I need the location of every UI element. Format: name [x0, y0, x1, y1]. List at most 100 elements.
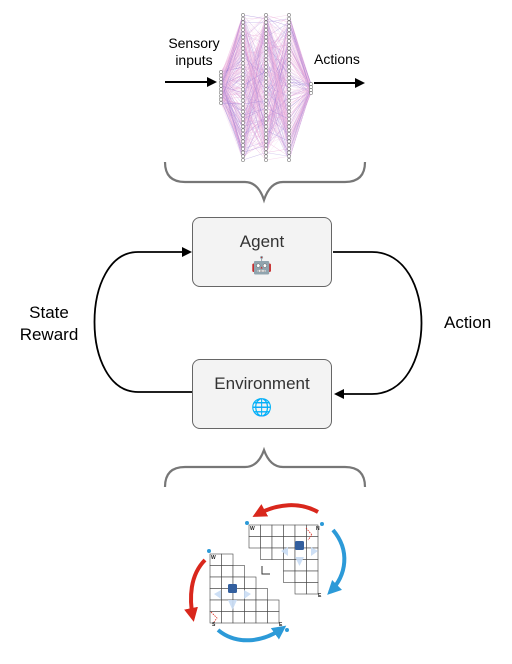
- network-connection: [265, 70, 290, 83]
- grid-cell: [306, 536, 319, 549]
- neuron: [241, 72, 245, 77]
- network-connection: [265, 48, 290, 153]
- neuron: [264, 76, 268, 81]
- network-connection: [288, 77, 312, 94]
- network-connection: [242, 22, 267, 90]
- action-hint-icon: [295, 557, 304, 566]
- neuron: [287, 150, 291, 155]
- network-connection: [242, 29, 267, 149]
- neuron: [264, 154, 268, 159]
- neuron: [219, 97, 223, 102]
- drop-icon: [285, 628, 289, 632]
- network-connection: [220, 55, 244, 83]
- network-connection: [265, 29, 290, 38]
- state-reward-arrow: [93, 247, 192, 393]
- neuron: [241, 128, 245, 133]
- grid-cell: [306, 582, 319, 595]
- blue-cycle-arrow-right: [327, 528, 347, 595]
- network-connection: [265, 81, 290, 98]
- neuron: [264, 13, 268, 17]
- robot-icon: 🤖: [251, 256, 273, 275]
- network-connection: [242, 59, 267, 127]
- network-connection: [242, 14, 267, 105]
- grid-cell-label: W: [250, 526, 255, 532]
- network-connection: [265, 130, 290, 146]
- grid-cell-label: N: [316, 526, 320, 532]
- network-connection: [265, 85, 290, 90]
- network-connection: [288, 92, 312, 138]
- network-connection: [265, 96, 290, 135]
- neuron: [241, 31, 245, 36]
- state-reward-label: State Reward: [14, 302, 84, 346]
- neuron: [287, 68, 291, 73]
- network-connection: [288, 92, 312, 153]
- neuron: [241, 39, 245, 43]
- network-connection: [265, 96, 290, 120]
- network-connection: [265, 18, 290, 161]
- network-connection: [288, 86, 312, 142]
- robot-tile-icon: [295, 541, 304, 550]
- network-connection: [220, 78, 244, 104]
- drop-icon: [245, 521, 249, 525]
- network-connection: [265, 74, 290, 101]
- network-connection: [220, 40, 244, 90]
- network-connection: [265, 141, 290, 157]
- neuron: [287, 154, 291, 159]
- network-connection: [288, 66, 312, 85]
- network-connection: [288, 66, 312, 91]
- network-connection: [288, 89, 312, 109]
- network-connection: [242, 70, 267, 116]
- grid-cell: [260, 547, 273, 560]
- network-connection: [220, 95, 244, 112]
- neuron: [241, 20, 245, 25]
- network-connection: [288, 85, 312, 94]
- network-connection: [265, 22, 290, 127]
- network-connection: [265, 26, 290, 131]
- neuron: [287, 20, 291, 25]
- network-connection: [265, 55, 290, 135]
- neuron: [241, 132, 245, 136]
- grid-cell: [221, 611, 234, 624]
- neuron: [264, 80, 268, 84]
- network-connection: [265, 115, 290, 153]
- network-connection: [265, 118, 290, 131]
- grid-cell: [244, 599, 257, 612]
- neuron: [241, 91, 245, 95]
- neuron: [264, 39, 268, 43]
- network-connection: [265, 92, 290, 161]
- network-connection: [220, 18, 244, 100]
- network-connection: [220, 75, 244, 142]
- network-connection: [288, 83, 312, 120]
- network-connection: [220, 63, 244, 73]
- neuron: [287, 128, 291, 133]
- network-connection: [265, 22, 290, 34]
- network-connection: [265, 18, 290, 27]
- network-connection: [265, 156, 290, 161]
- neuron: [241, 154, 245, 159]
- network-connection: [288, 18, 312, 88]
- neuron: [264, 124, 268, 129]
- neuron: [264, 117, 268, 122]
- drop-icon: [320, 522, 324, 526]
- action-hint-icon: [311, 547, 318, 556]
- network-connection: [265, 18, 290, 45]
- grid-cell: [209, 576, 222, 589]
- neuron: [241, 102, 245, 107]
- network-connection: [220, 29, 244, 97]
- network-connection: [220, 75, 244, 101]
- neuron: [287, 146, 291, 151]
- neuron: [264, 16, 268, 21]
- neural-network: [219, 13, 313, 162]
- neuron: [219, 90, 223, 95]
- grid-cell: [294, 570, 307, 583]
- network-connection: [242, 14, 267, 146]
- grid-cell: [271, 524, 284, 537]
- network-connection: [242, 55, 267, 79]
- network-connection: [242, 115, 267, 135]
- neuron: [287, 61, 291, 66]
- actions-label: Actions: [314, 51, 360, 67]
- grid-cell: [283, 570, 296, 583]
- neuron: [241, 135, 245, 140]
- network-connection: [220, 92, 244, 127]
- network-connection: [288, 83, 312, 94]
